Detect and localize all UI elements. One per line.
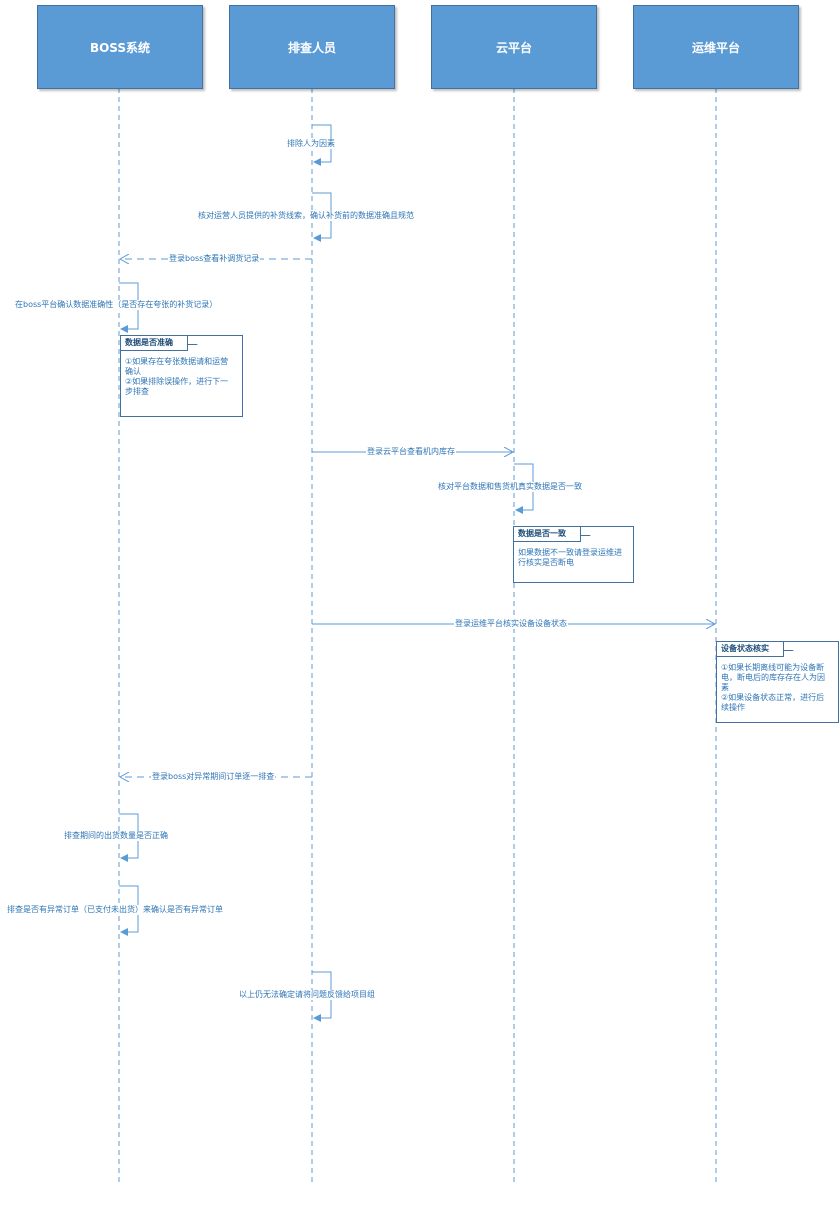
note-line: 步排查 bbox=[125, 387, 149, 396]
note-line: ①如果存在夸张数据请和运营 bbox=[125, 357, 229, 366]
note-device-status: 设备状态核实 ①如果长期离线可能为设备断 电，断电后的库存存在人为因 素 ②如果… bbox=[716, 641, 839, 723]
msg-confirm-boss-data-label: 在boss平台确认数据准确性（是否存在夸张的补货记录） bbox=[14, 300, 219, 310]
participant-label: BOSS系统 bbox=[89, 40, 151, 55]
msg-login-cloud-label: 登录云平台查看机内库存 bbox=[366, 447, 456, 457]
note-line: ①如果长期离线可能为设备断 bbox=[721, 663, 825, 672]
note-line: 如果数据不一致请登录运维进 bbox=[518, 548, 622, 557]
note-body: 如果数据不一致请登录运维进 行核实是否断电 bbox=[518, 548, 630, 568]
note-line: 续操作 bbox=[721, 703, 745, 712]
note-title: 设备状态核实 bbox=[717, 642, 784, 657]
note-line: 电，断电后的库存存在人为因 bbox=[721, 673, 825, 682]
msg-login-ops-label: 登录运维平台核实设备设备状态 bbox=[454, 619, 568, 629]
msg-exclude-human-factor-label: 排除人为因素 bbox=[286, 139, 336, 149]
msg-check-shipment-count-label: 排查期间的出货数量是否正确 bbox=[63, 831, 169, 841]
msg-verify-restock-label: 核对运营人员提供的补货线索，确认补货前的数据准确且规范 bbox=[197, 211, 415, 221]
participant-label: 排查人员 bbox=[287, 40, 336, 55]
participant-ops-platform: 运维平台 bbox=[633, 5, 799, 89]
msg-compare-cloud-data-label: 核对平台数据和售货机真实数据是否一致 bbox=[437, 482, 583, 492]
note-data-consistency: 数据是否一致 如果数据不一致请登录运维进 行核实是否断电 bbox=[513, 526, 634, 583]
note-line: 行核实是否断电 bbox=[518, 558, 574, 567]
participant-label: 云平台 bbox=[495, 40, 532, 55]
note-data-accuracy: 数据是否准确 ①如果存在夸张数据请和运营 确认 ②如果排除误操作，进行下一 步排… bbox=[120, 335, 243, 417]
note-body: ①如果长期离线可能为设备断 电，断电后的库存存在人为因 素 ②如果设备状态正常，… bbox=[721, 663, 835, 713]
msg-check-abnormal-orders-label: 排查是否有异常订单（已支付未出货）来确认是否有异常订单 bbox=[6, 905, 224, 915]
note-title: 数据是否准确 bbox=[121, 336, 188, 351]
msg-login-boss-records-label: 登录boss查看补调货记录 bbox=[168, 254, 261, 264]
participant-cloud-platform: 云平台 bbox=[431, 5, 597, 89]
msg-login-boss-orders-label: 登录boss对异常期间订单逐一排查 bbox=[151, 772, 276, 782]
note-line: 素 bbox=[721, 683, 729, 692]
note-line: 确认 bbox=[125, 367, 141, 376]
participant-label: 运维平台 bbox=[691, 40, 740, 55]
note-title: 数据是否一致 bbox=[514, 527, 581, 542]
msg-escalate-label: 以上仍无法确定请将问题反馈给项目组 bbox=[238, 990, 376, 1000]
note-line: ②如果排除误操作，进行下一 bbox=[125, 377, 229, 386]
participant-boss-system: BOSS系统 bbox=[37, 5, 203, 89]
note-line: ②如果设备状态正常，进行后 bbox=[721, 693, 825, 702]
note-body: ①如果存在夸张数据请和运营 确认 ②如果排除误操作，进行下一 步排查 bbox=[125, 357, 239, 397]
participant-investigator: 排查人员 bbox=[229, 5, 395, 89]
